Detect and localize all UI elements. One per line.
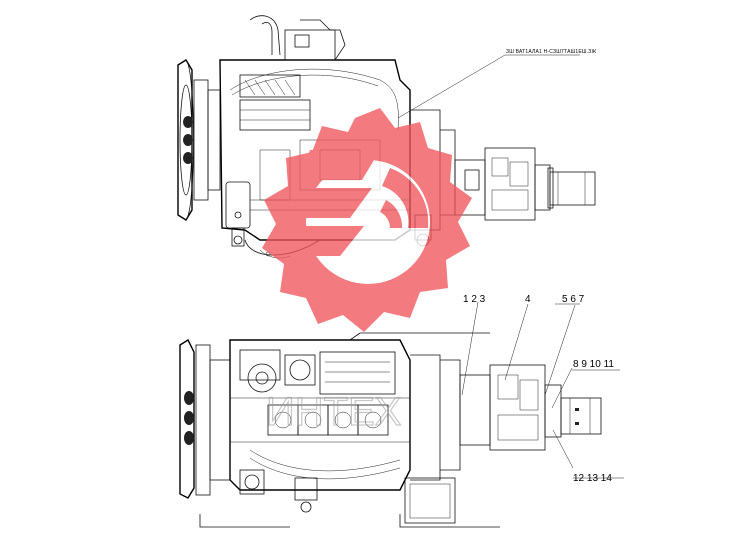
callout-4: 4 [525, 294, 531, 305]
header-note: ЗШ ВАТ1АЛА1 Н-СЗШ7ТАШ1ЕШ.ЗЖ [506, 49, 596, 55]
bottom-engine-view [179, 332, 602, 528]
top-fan [177, 59, 221, 221]
callouts [461, 301, 624, 479]
injector-row [239, 74, 311, 131]
top-hydraulic-pump [454, 147, 596, 221]
gear-logo [262, 108, 472, 332]
top-engine-view [177, 15, 596, 259]
callout-12-14: 12 13 14 [573, 473, 612, 484]
watermark-text: ИНТЕХ [266, 390, 401, 434]
callout-8-11: 8 9 10 11 [573, 359, 614, 370]
cylinder-row [267, 404, 389, 436]
bottom-hydraulic-pump [459, 364, 602, 451]
bottom-fan [179, 338, 231, 499]
callout-1-2-3: 1 2 3 [463, 294, 486, 305]
callout-5-6-7: 5 6 7 [562, 294, 585, 305]
